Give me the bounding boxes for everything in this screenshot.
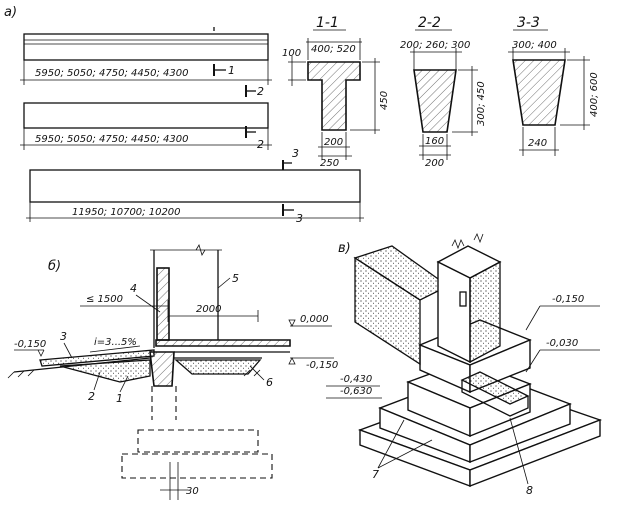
section-1-bottom-dim-2: 250 — [320, 158, 339, 169]
detail-v-level-c: -0,430 — [340, 374, 372, 385]
detail-v-level-b: -0,030 — [546, 338, 578, 349]
detail-b-label-5: 5 — [232, 272, 239, 285]
beam-3: 3 11950; 10700; 10200 3 — [26, 147, 364, 225]
detail-b-label-6: 6 — [266, 376, 273, 389]
detail-b-level-left: -0,150 — [14, 339, 46, 350]
cut-1-label: 1 — [228, 64, 235, 77]
section-3-top-dim: 300; 400 — [512, 40, 557, 51]
panel-a-label: a) — [4, 5, 17, 20]
detail-b-level-000: 0,000 — [300, 314, 329, 325]
section-2-bottom-dim-1: 160 — [425, 136, 444, 147]
detail-b-label-4: 4 — [130, 282, 137, 295]
detail-v-label-8: 8 — [526, 484, 533, 497]
detail-v-isometric: -0,150 -0,030 -0,430 -0,630 7 8 — [326, 233, 603, 497]
detail-b-label-2: 2 — [88, 390, 95, 403]
detail-b-section: 30 ≤ 1500 2000 i=3...5% -0,150 0,000 -0,… — [7, 244, 338, 500]
section-2-height-dim: 300; 450 — [476, 81, 487, 126]
panel-b-label: б) — [48, 259, 61, 274]
detail-b-dim-1500: ≤ 1500 — [86, 294, 123, 305]
detail-b-label-3: 3 — [60, 330, 67, 343]
detail-b-label-1: 1 — [116, 392, 123, 405]
detail-b-dim-30: 30 — [186, 486, 199, 497]
section-2-2: 2-2 200; 260; 300 300; 450 160 200 — [400, 15, 487, 169]
detail-b-dim-2000: 2000 — [196, 304, 221, 315]
panel-v-label: в) — [338, 241, 351, 256]
section-2-top-dim: 200; 260; 300 — [400, 40, 470, 51]
detail-v-label-7: 7 — [372, 468, 379, 481]
beam-2-lengths: 5950; 5050; 4750; 4450; 4300 — [35, 134, 188, 145]
section-2-title: 2-2 — [418, 15, 441, 31]
beam-2: 5950; 5050; 4750; 4450; 4300 2 — [20, 102, 272, 151]
detail-v-level-a: -0,150 — [552, 294, 584, 305]
section-1-title: 1-1 — [316, 15, 339, 31]
detail-b-slope: i=3...5% — [94, 337, 137, 348]
cut-3-label-top: 3 — [292, 147, 299, 160]
section-1-bottom-dim-1: 200 — [324, 137, 343, 148]
section-3-height-dim: 400; 600 — [589, 72, 600, 117]
section-1-top-dim: 400; 520 — [311, 44, 356, 55]
section-1-1: 1-1 400; 520 100 450 200 250 — [282, 15, 390, 169]
cut-2-label-bottom: 2 — [257, 138, 264, 151]
beam-3-lengths: 11950; 10700; 10200 — [72, 207, 181, 218]
section-1-flange-dim: 100 — [282, 48, 301, 59]
section-1-height-dim: 450 — [379, 91, 390, 110]
detail-v-level-d: -0,630 — [340, 386, 372, 397]
section-2-bottom-dim-2: 200 — [425, 158, 444, 169]
section-3-3: 3-3 300; 400 400; 600 240 — [508, 15, 600, 156]
section-3-bottom-dim: 240 — [528, 138, 547, 149]
cut-2-label-top: 2 — [257, 85, 264, 98]
cut-3-label-bottom: 3 — [296, 212, 303, 225]
section-3-title: 3-3 — [517, 15, 540, 31]
beam-1-lengths: 5950; 5050; 4750; 4450; 4300 — [35, 68, 188, 79]
beam-1: 5950; 5050; 4750; 4450; 4300 1 2 — [20, 27, 272, 98]
detail-b-level-right: -0,150 — [306, 360, 338, 371]
